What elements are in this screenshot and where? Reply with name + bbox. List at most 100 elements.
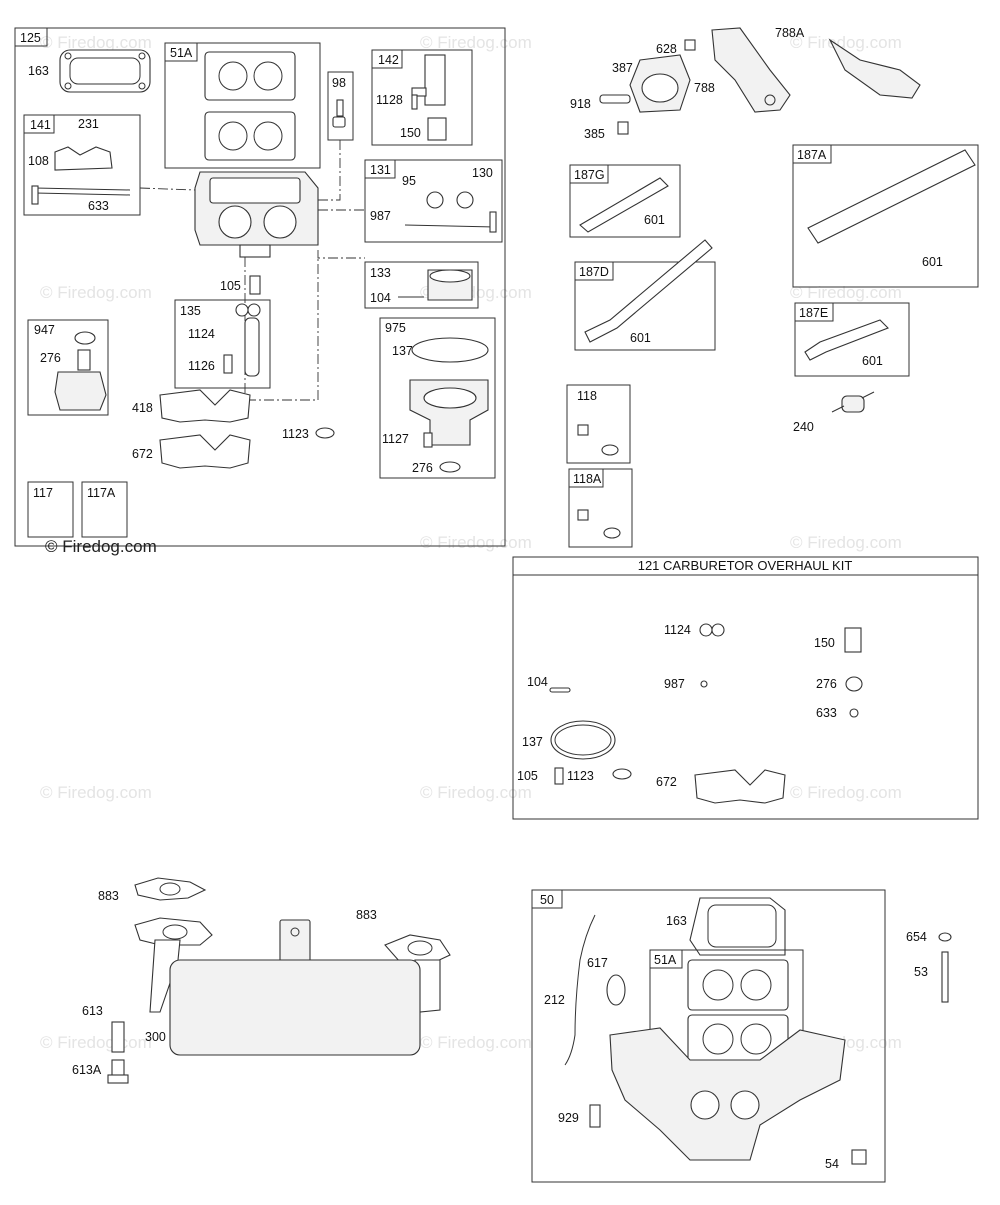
callout-150: 150 <box>400 126 421 140</box>
callout-601: 601 <box>630 331 651 345</box>
stud-613 <box>111 1021 125 1053</box>
hose-187E: 187E 601 <box>794 302 910 377</box>
overhaul-kit-121: 121 CARBURETOR OVERHAUL KIT 1124 150 104… <box>512 556 979 820</box>
pump-body <box>599 54 691 135</box>
callout-300: 300 <box>145 1030 166 1044</box>
callout-918: 918 <box>570 97 591 111</box>
choke-shaft-141 <box>31 146 131 205</box>
subbox-133-label: 133 <box>370 266 391 280</box>
callout-105: 105 <box>220 279 241 293</box>
callout-1126: 1126 <box>188 359 215 373</box>
jet-105 <box>249 275 261 295</box>
callout-788A: 788A <box>775 26 805 40</box>
subbox-142 <box>371 49 473 146</box>
screw-98 <box>332 99 346 128</box>
subbox-118-label: 118 <box>577 389 597 403</box>
assembly-50: 50 617 212 163 51A 929 54 <box>531 889 886 1183</box>
plate-142 <box>411 54 447 141</box>
callout-240: 240 <box>793 420 814 434</box>
hose-187A: 187A 601 <box>792 144 979 288</box>
screw-628 <box>684 39 696 51</box>
muffler-300 <box>169 959 421 1056</box>
float-133 <box>398 269 473 301</box>
callout-613: 613 <box>82 1004 103 1018</box>
carburetor-body <box>194 171 319 258</box>
hose-187E-label: 187E <box>799 306 828 320</box>
callout-212: 212 <box>544 993 565 1007</box>
hose-187G-label: 187G <box>574 168 605 182</box>
watermark: © Firedog.com <box>790 533 902 552</box>
gaskets-51A <box>204 51 296 161</box>
kit-title: 121 CARBURETOR OVERHAUL KIT <box>638 558 853 573</box>
subbox-118: 118 <box>566 384 631 464</box>
watermark: © Firedog.com <box>420 783 532 802</box>
subbox-141-label: 141 <box>30 118 51 132</box>
subbox-51A-label: 51A <box>170 46 193 60</box>
watermark: © Firedog.com <box>40 283 152 302</box>
subbox-135-label: 135 <box>180 304 201 318</box>
callout-672: 672 <box>656 775 677 789</box>
callout-788: 788 <box>694 81 715 95</box>
fuel-filter-240 <box>831 391 875 413</box>
hose-187D: 187D 601 <box>574 239 716 351</box>
callout-1128: 1128 <box>376 93 403 107</box>
subbox-947 <box>27 319 109 416</box>
subbox-117-label: 117 <box>33 486 53 500</box>
subbox-117 <box>27 481 74 538</box>
watermark: © Firedog.com <box>420 533 532 552</box>
subbox-141 <box>23 114 141 216</box>
watermark: © Firedog.com <box>790 283 902 302</box>
callout-276: 276 <box>40 351 61 365</box>
gasket-672 <box>159 434 251 469</box>
callout-276: 276 <box>816 677 837 691</box>
subbox-118A-label: 118A <box>573 472 602 486</box>
callout-105: 105 <box>517 769 538 783</box>
hose-187D-label: 187D <box>579 265 609 279</box>
intake-manifold <box>609 1027 846 1161</box>
callout-1124: 1124 <box>188 327 215 341</box>
callout-1127: 1127 <box>382 432 409 446</box>
muffler-group: 883 883 613 300 613A <box>72 877 451 1084</box>
callout-987: 987 <box>370 209 391 223</box>
assembly-50-label: 50 <box>540 893 554 907</box>
watermark: © Firedog.com <box>790 33 902 52</box>
assembly-50-frame <box>531 889 886 1183</box>
bolt-929 <box>589 1104 601 1128</box>
callout-654: 654 <box>906 930 927 944</box>
hose-187G: 187G 601 <box>569 164 681 238</box>
callout-613A: 613A <box>72 1063 102 1077</box>
watermark-logo: © Firedog.com <box>45 537 157 556</box>
watermark: © Firedog.com <box>420 1033 532 1052</box>
subbox-947-label: 947 <box>34 323 55 337</box>
subbox-131-label: 131 <box>370 163 391 177</box>
callout-1124: 1124 <box>664 623 691 637</box>
callout-633: 633 <box>88 199 109 213</box>
gasket-163 <box>59 49 151 93</box>
callout-628: 628 <box>656 42 677 56</box>
callout-137: 137 <box>392 344 413 358</box>
watermark: © Firedog.com <box>420 33 532 52</box>
callout-231: 231 <box>78 117 99 131</box>
watermark: © Firedog.com <box>790 783 902 802</box>
callout-601: 601 <box>922 255 943 269</box>
callout-617: 617 <box>587 956 608 970</box>
oring-1123 <box>315 427 335 439</box>
callout-108: 108 <box>28 154 49 168</box>
gasket-418 <box>159 389 251 423</box>
subbox-133 <box>364 261 479 309</box>
callout-883: 883 <box>98 889 119 903</box>
callout-104: 104 <box>527 675 548 689</box>
callout-150: 150 <box>814 636 835 650</box>
link-212 <box>564 914 596 1066</box>
kit-header <box>512 556 979 576</box>
callout-929: 929 <box>558 1111 579 1125</box>
nozzle-135 <box>223 303 261 377</box>
callout-601: 601 <box>644 213 665 227</box>
watermark: © Firedog.com <box>40 1033 152 1052</box>
subbox-98 <box>327 71 354 141</box>
subbox-117A-label: 117A <box>87 486 116 500</box>
callout-418: 418 <box>132 401 153 415</box>
callout-54: 54 <box>825 1157 839 1171</box>
